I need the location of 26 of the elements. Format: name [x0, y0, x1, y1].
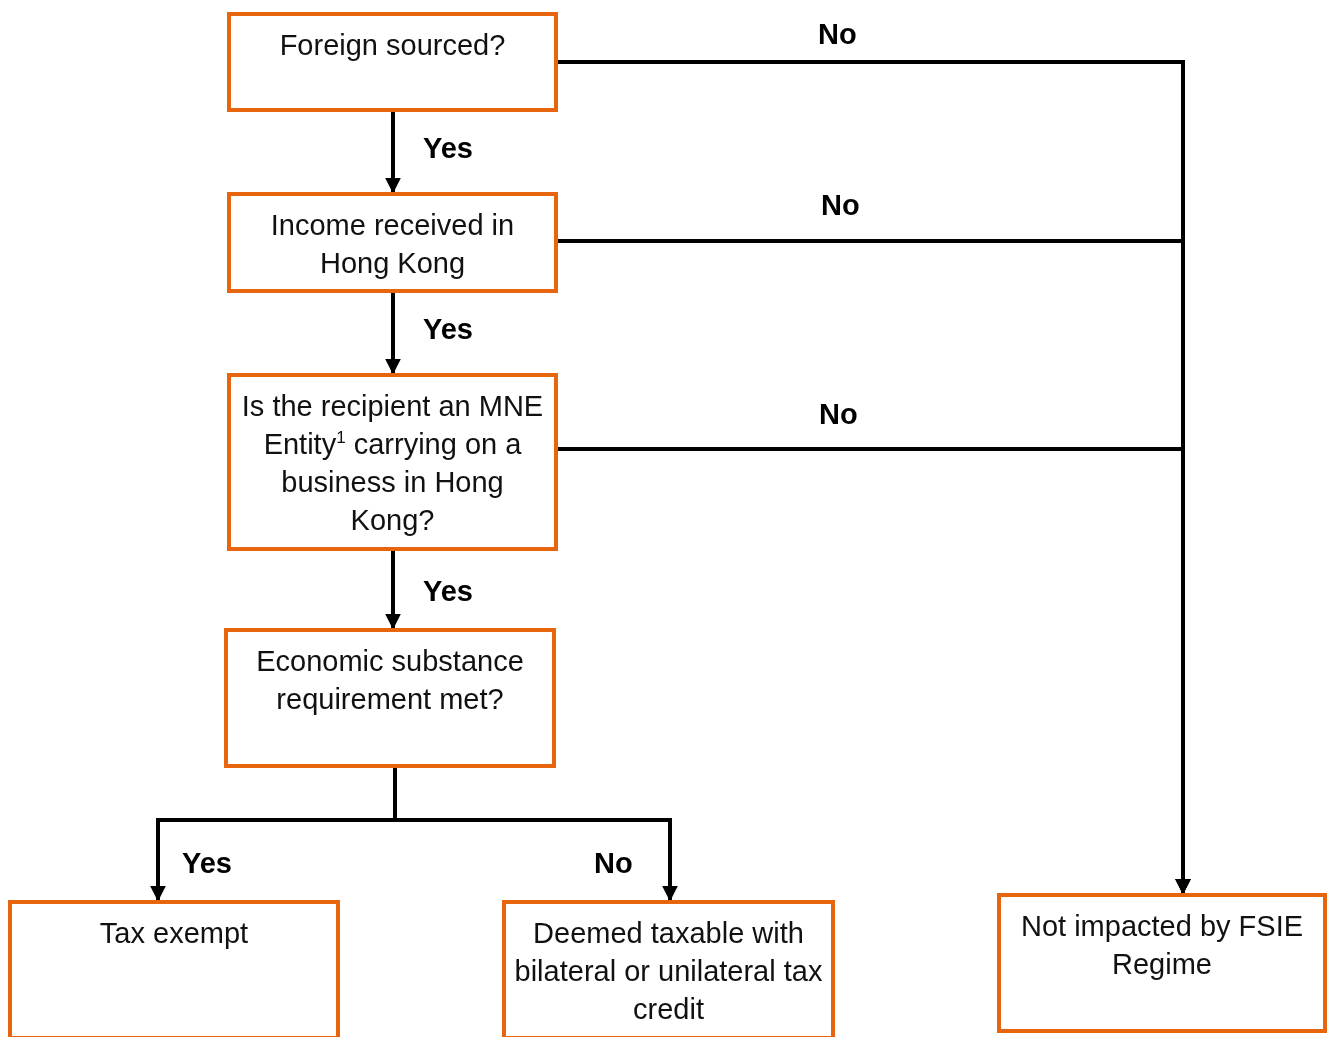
edge-label: No — [818, 17, 857, 51]
edge-label: No — [819, 397, 858, 431]
arrow — [385, 551, 401, 630]
arrow — [385, 293, 401, 375]
arrow — [385, 112, 401, 194]
edge-label: Yes — [182, 846, 232, 880]
box-text: Is the recipient an MNE Entity$^{1}$ carrying on a business in Hong Kong? — [240, 389, 545, 538]
edge-label: Yes — [423, 574, 473, 608]
edge-label: Yes — [423, 312, 473, 346]
box-text: Income received in Hong Kong — [269, 208, 516, 281]
box-text: Deemed taxable with bilateral or unilateral tax credit — [513, 916, 824, 1027]
process-box — [227, 373, 558, 551]
box-text: Economic substance requirement met? — [255, 644, 525, 717]
process-box — [227, 12, 558, 112]
arrow — [393, 768, 678, 902]
edge-label: Yes — [423, 131, 473, 165]
edge-label: No — [821, 188, 860, 222]
process-box — [8, 900, 340, 1037]
process-box — [502, 900, 835, 1037]
edge-label: No — [594, 846, 633, 880]
box-text: Tax exempt — [98, 916, 250, 951]
process-box — [227, 192, 558, 293]
box-text: Foreign sourced? — [278, 28, 507, 63]
process-box — [224, 628, 556, 768]
process-box — [997, 893, 1327, 1033]
box-text: Not impacted by FSIE Regime — [1019, 909, 1305, 982]
